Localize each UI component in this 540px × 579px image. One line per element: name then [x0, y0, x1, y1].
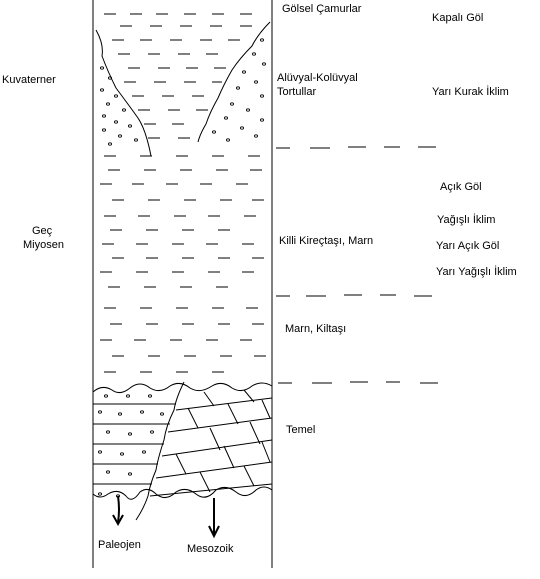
- label-humid: Yağışlı İklim: [437, 213, 495, 226]
- alluvial-fan-left-boundary: [95, 29, 152, 157]
- clayey-limestone-dashes: [100, 155, 264, 288]
- paleogene-block: [93, 403, 176, 485]
- label-alluvial-2: Tortullar: [277, 86, 316, 98]
- label-semi-arid: Yarı Kurak İklim: [432, 85, 509, 98]
- label-quaternary: Kuvaterner: [2, 74, 56, 86]
- environment-boundary-dashes: [276, 146, 438, 384]
- paleogene-mesozoic-contact: [135, 381, 185, 521]
- label-basement: Temel: [286, 424, 315, 436]
- basement-unconformity: [92, 382, 273, 394]
- label-paleogene: Paleojen: [98, 539, 141, 551]
- basement-bottom-boundary: [92, 486, 273, 500]
- label-late-miocene-1: Geç: [32, 225, 53, 237]
- marl-siltstone-dashes: [100, 307, 266, 373]
- mesozoic-arrow: [208, 498, 220, 539]
- label-mesozoic: Mesozoik: [187, 543, 234, 555]
- label-semi-humid: Yarı Yağışlı İklim: [436, 265, 517, 278]
- label-marl-siltstone: Marn, Kiltaşı: [285, 323, 346, 335]
- label-alluvial-1: Alüvyal-Kolüvyal: [277, 72, 358, 84]
- label-semi-open-lake: Yarı Açık Göl: [436, 240, 499, 252]
- label-open-lake: Açık Göl: [440, 181, 482, 193]
- alluvial-gravel-dots: [100, 38, 266, 146]
- alluvial-fan-right-boundary: [197, 21, 271, 143]
- label-lake-mud: Gölsel Çamurlar: [282, 3, 362, 15]
- label-clayey-limestone: Killi Kireçtaşı, Marn: [279, 235, 373, 247]
- paleogene-arrow: [112, 495, 124, 527]
- label-late-miocene-2: Miyosen: [23, 239, 64, 251]
- mesozoic-limestone-block: [149, 389, 273, 497]
- label-closed-lake: Kapalı Göl: [432, 12, 483, 24]
- lake-mud-dashes: [104, 13, 252, 139]
- paleogene-gravel-dots: [98, 394, 164, 498]
